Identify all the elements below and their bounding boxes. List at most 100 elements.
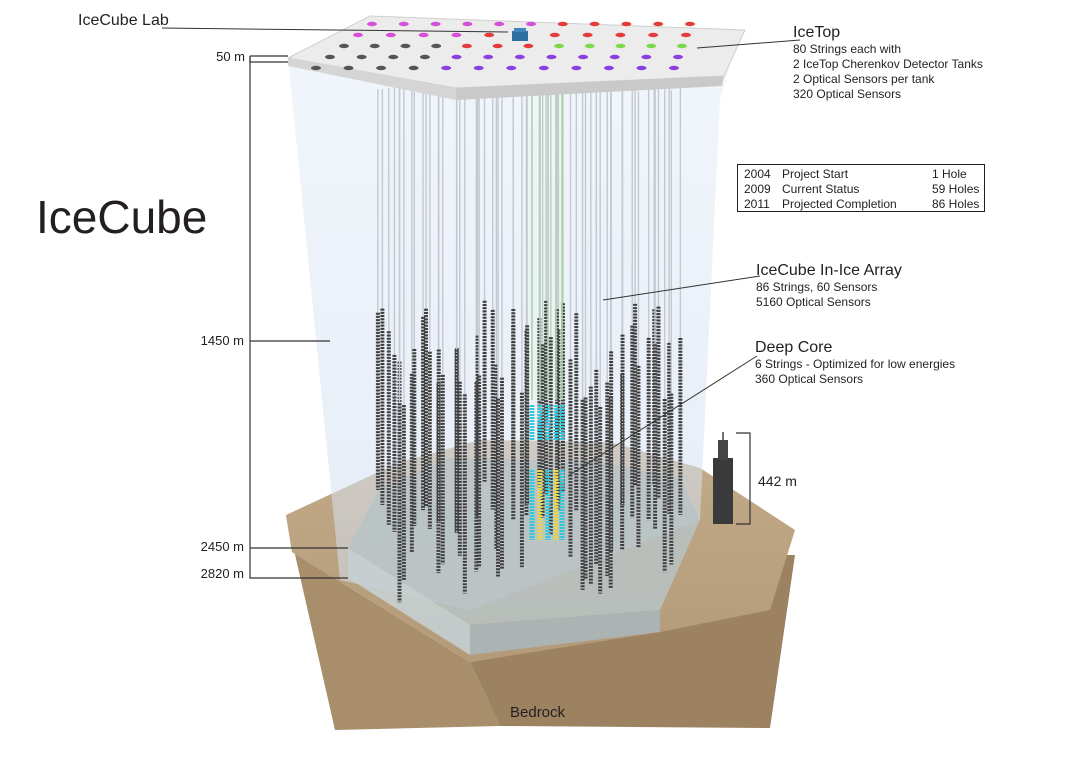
leader-inice — [602, 275, 761, 301]
icetop-tank — [603, 65, 614, 71]
icetop-line: 320 Optical Sensors — [793, 87, 902, 101]
timeline-row: 2011 Projected Completion 86 Holes — [744, 197, 980, 212]
icetop-tank — [557, 21, 568, 27]
tower-height-label: 442 m — [758, 473, 797, 489]
surface-front — [288, 58, 456, 100]
icetop-line: 2 Optical Sensors per tank — [793, 72, 935, 86]
icetop-tank — [441, 65, 452, 71]
inice-annotation: IceCube In-Ice Array 86 Strings, 60 Sens… — [756, 262, 902, 310]
skyscraper-top — [718, 440, 728, 460]
icetop-tank — [589, 21, 600, 27]
icetop-surface — [286, 15, 746, 100]
timeline-desc: Current Status — [782, 182, 860, 196]
ice-block-front — [470, 610, 660, 655]
icetop-tank — [609, 54, 620, 60]
icetop-tank — [451, 32, 462, 38]
icetop-tank — [483, 54, 494, 60]
leader-deepcore — [567, 355, 758, 477]
icetop-tank — [615, 43, 626, 49]
icecube-lab-label: IceCube Lab — [78, 12, 169, 29]
skyscraper — [713, 432, 733, 524]
icetop-tank — [582, 32, 593, 38]
icetop-tank — [473, 65, 484, 71]
icetop-tank — [571, 65, 582, 71]
deepcore-line: 6 Strings - Optimized for low energies — [755, 357, 956, 371]
icetop-tanks — [311, 21, 695, 71]
icetop-tank — [554, 43, 565, 49]
deepcore-line: 360 Optical Sensors — [755, 372, 864, 386]
bracket-442m — [736, 432, 751, 525]
icetop-tank — [584, 43, 595, 49]
timeline-year: 2009 — [744, 182, 771, 196]
timeline-holes: 1 Hole — [932, 167, 967, 181]
lab-building — [512, 31, 528, 41]
icetop-tank — [681, 32, 691, 38]
timeline-holes: 59 Holes — [932, 182, 980, 196]
icetop-tank — [492, 43, 503, 49]
icetop-tank — [648, 32, 659, 38]
icetop-tank — [538, 65, 549, 71]
leader-icetop — [696, 39, 801, 49]
icetop-tank — [578, 54, 589, 60]
icetop-tank — [514, 54, 525, 60]
timeline-row: 2004 Project Start 1 Hole — [744, 167, 980, 182]
icetop-tank — [685, 21, 695, 27]
timeline-year: 2011 — [744, 197, 770, 211]
icetop-tank — [398, 21, 409, 27]
icetop-tank — [523, 43, 534, 49]
icetop-title: IceTop — [793, 24, 841, 41]
bracket-2820m — [249, 548, 348, 579]
icetop-tank — [385, 32, 396, 38]
icetop-tank — [462, 21, 473, 27]
icetop-tank — [376, 65, 387, 71]
icetop-tank — [418, 32, 429, 38]
leader-lab — [161, 27, 509, 33]
icetop-tank — [641, 54, 652, 60]
leader-lines — [161, 27, 801, 477]
icetop-tank — [339, 43, 349, 49]
icetop-annotation: IceTop 80 Strings each with 2 IceTop Che… — [793, 24, 983, 102]
icetop-tank — [615, 32, 626, 38]
icetop-tank — [506, 65, 517, 71]
icetop-tank — [669, 65, 679, 71]
icetop-tank — [494, 21, 505, 27]
inice-title: IceCube In-Ice Array — [756, 262, 902, 279]
icetop-tank — [451, 54, 462, 60]
icetop-tank — [673, 54, 683, 60]
icetop-tank — [343, 65, 354, 71]
icetop-tank — [431, 43, 442, 49]
depth-scale — [249, 55, 348, 579]
icetop-tank — [546, 54, 557, 60]
icetop-tank — [549, 32, 560, 38]
icetop-tank — [646, 43, 657, 49]
depth-2820m-label: 2820 m — [200, 566, 244, 581]
icetop-tank — [430, 21, 441, 27]
icetop-tank — [325, 54, 335, 60]
icetop-tank — [388, 54, 399, 60]
deepcore-title: Deep Core — [755, 339, 833, 356]
depth-50m-label: 50 m — [216, 49, 245, 64]
deepcore-annotation: Deep Core 6 Strings - Optimized for low … — [755, 339, 955, 387]
skyscraper-body — [713, 458, 733, 524]
icetop-tank — [677, 43, 687, 49]
deepcore-strings — [529, 90, 565, 540]
bracket-50m — [249, 56, 288, 63]
ice-block-left — [348, 548, 470, 655]
icetop-tank — [484, 32, 495, 38]
icetop-tank — [311, 65, 321, 71]
icetop-line: 80 Strings each with — [793, 42, 902, 56]
icetop-tank — [526, 21, 536, 27]
timeline-holes: 86 Holes — [932, 197, 980, 211]
icetop-tank — [621, 21, 632, 27]
timeline-year: 2004 — [744, 167, 771, 181]
icetop-tank — [369, 43, 380, 49]
icetop-tank — [353, 32, 363, 38]
icecube-lab-building — [512, 28, 528, 41]
icetop-tank — [653, 21, 664, 27]
icetop-tank — [400, 43, 411, 49]
depth-1450m-label: 1450 m — [200, 333, 244, 348]
icetop-tank — [419, 54, 430, 60]
icetop-tank — [408, 65, 419, 71]
inice-line: 86 Strings, 60 Sensors — [756, 280, 878, 294]
lab-building-roof — [514, 28, 526, 32]
